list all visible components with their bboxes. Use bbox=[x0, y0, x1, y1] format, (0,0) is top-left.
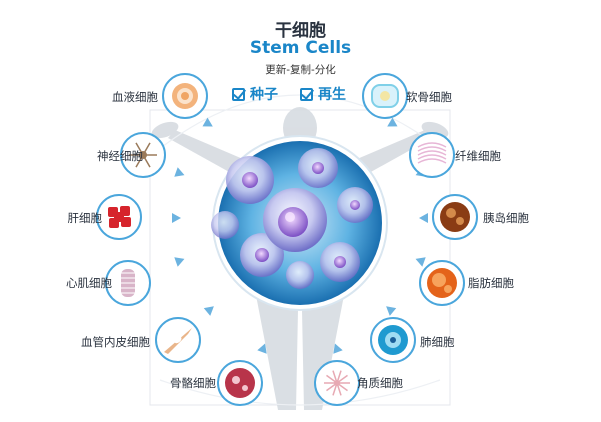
flow-arrow-icon bbox=[203, 306, 214, 316]
flow-arrow-icon bbox=[387, 117, 398, 127]
heart-muscle-cell-icon bbox=[121, 269, 135, 297]
blood-cell-icon bbox=[172, 83, 198, 109]
cell-node bbox=[155, 317, 201, 363]
label-islet-cell: 胰岛细胞 bbox=[483, 211, 529, 225]
flow-arrow-icon bbox=[257, 343, 267, 354]
badge-seed: 种子 bbox=[232, 84, 278, 104]
badge-seed-label: 种子 bbox=[250, 87, 278, 103]
keratin-cell-icon bbox=[324, 370, 350, 396]
label-fat-cell: 脂肪细胞 bbox=[468, 276, 514, 290]
cell-node bbox=[217, 360, 263, 406]
checkbox-icon bbox=[232, 87, 245, 101]
checkbox-icon bbox=[300, 87, 313, 101]
label-fiber-cell: 纤维细胞 bbox=[455, 149, 501, 163]
liver-cell-icon bbox=[108, 206, 131, 228]
cell-node bbox=[370, 317, 416, 363]
flow-arrow-icon bbox=[202, 117, 213, 127]
bone-cell-icon bbox=[225, 368, 255, 398]
cell-node bbox=[409, 132, 455, 178]
label-cartilage-cell: 软骨细胞 bbox=[406, 90, 452, 104]
label-heart-muscle-cell: 心肌细胞 bbox=[66, 276, 112, 290]
flow-arrow-icon bbox=[174, 257, 185, 267]
cell-node bbox=[96, 194, 142, 240]
cell-node bbox=[120, 132, 166, 178]
flow-arrow-icon bbox=[415, 257, 426, 267]
cell-node bbox=[419, 260, 465, 306]
label-bone-cell: 骨骼细胞 bbox=[170, 376, 216, 390]
cell-node-group bbox=[96, 73, 478, 406]
nerve-cell-icon bbox=[129, 142, 157, 168]
guide-arc bbox=[159, 379, 441, 406]
cell-node bbox=[362, 73, 408, 119]
badge-regenerate: 再生 bbox=[300, 84, 346, 104]
islet-cell-icon bbox=[440, 202, 470, 232]
cell-node bbox=[314, 360, 360, 406]
label-blood-cell: 血液细胞 bbox=[112, 90, 158, 104]
cell-node bbox=[162, 73, 208, 119]
label-nerve-cell: 神经细胞 bbox=[97, 149, 143, 163]
flow-arrow-icon bbox=[333, 343, 343, 354]
stem-cell-hub bbox=[211, 135, 388, 311]
flow-arrow-icon bbox=[419, 213, 428, 223]
label-keratin-cell: 角质细胞 bbox=[357, 376, 403, 390]
flow-arrow-icon bbox=[172, 213, 181, 223]
endothelial-cell-icon bbox=[164, 328, 192, 354]
label-liver-cell: 肝细胞 bbox=[67, 211, 103, 225]
label-endothelial-cell: 血管内皮细胞 bbox=[81, 335, 150, 349]
fiber-cell-icon bbox=[417, 142, 447, 164]
flow-arrow-icon bbox=[174, 167, 185, 177]
fat-cell-icon bbox=[427, 268, 457, 298]
flow-arrow-icon bbox=[386, 306, 397, 316]
title-english: Stem Cells bbox=[249, 38, 352, 58]
cell-node bbox=[432, 194, 478, 240]
cartilage-cell-icon bbox=[371, 84, 399, 108]
cell-node bbox=[105, 260, 151, 306]
label-lung-cell: 肺细胞 bbox=[420, 335, 455, 349]
title-chinese: 干细胞 bbox=[275, 21, 326, 41]
badge-regenerate-label: 再生 bbox=[318, 87, 346, 103]
subtitle: 更新-复制-分化 bbox=[265, 64, 336, 76]
lung-cell-icon bbox=[378, 325, 408, 355]
